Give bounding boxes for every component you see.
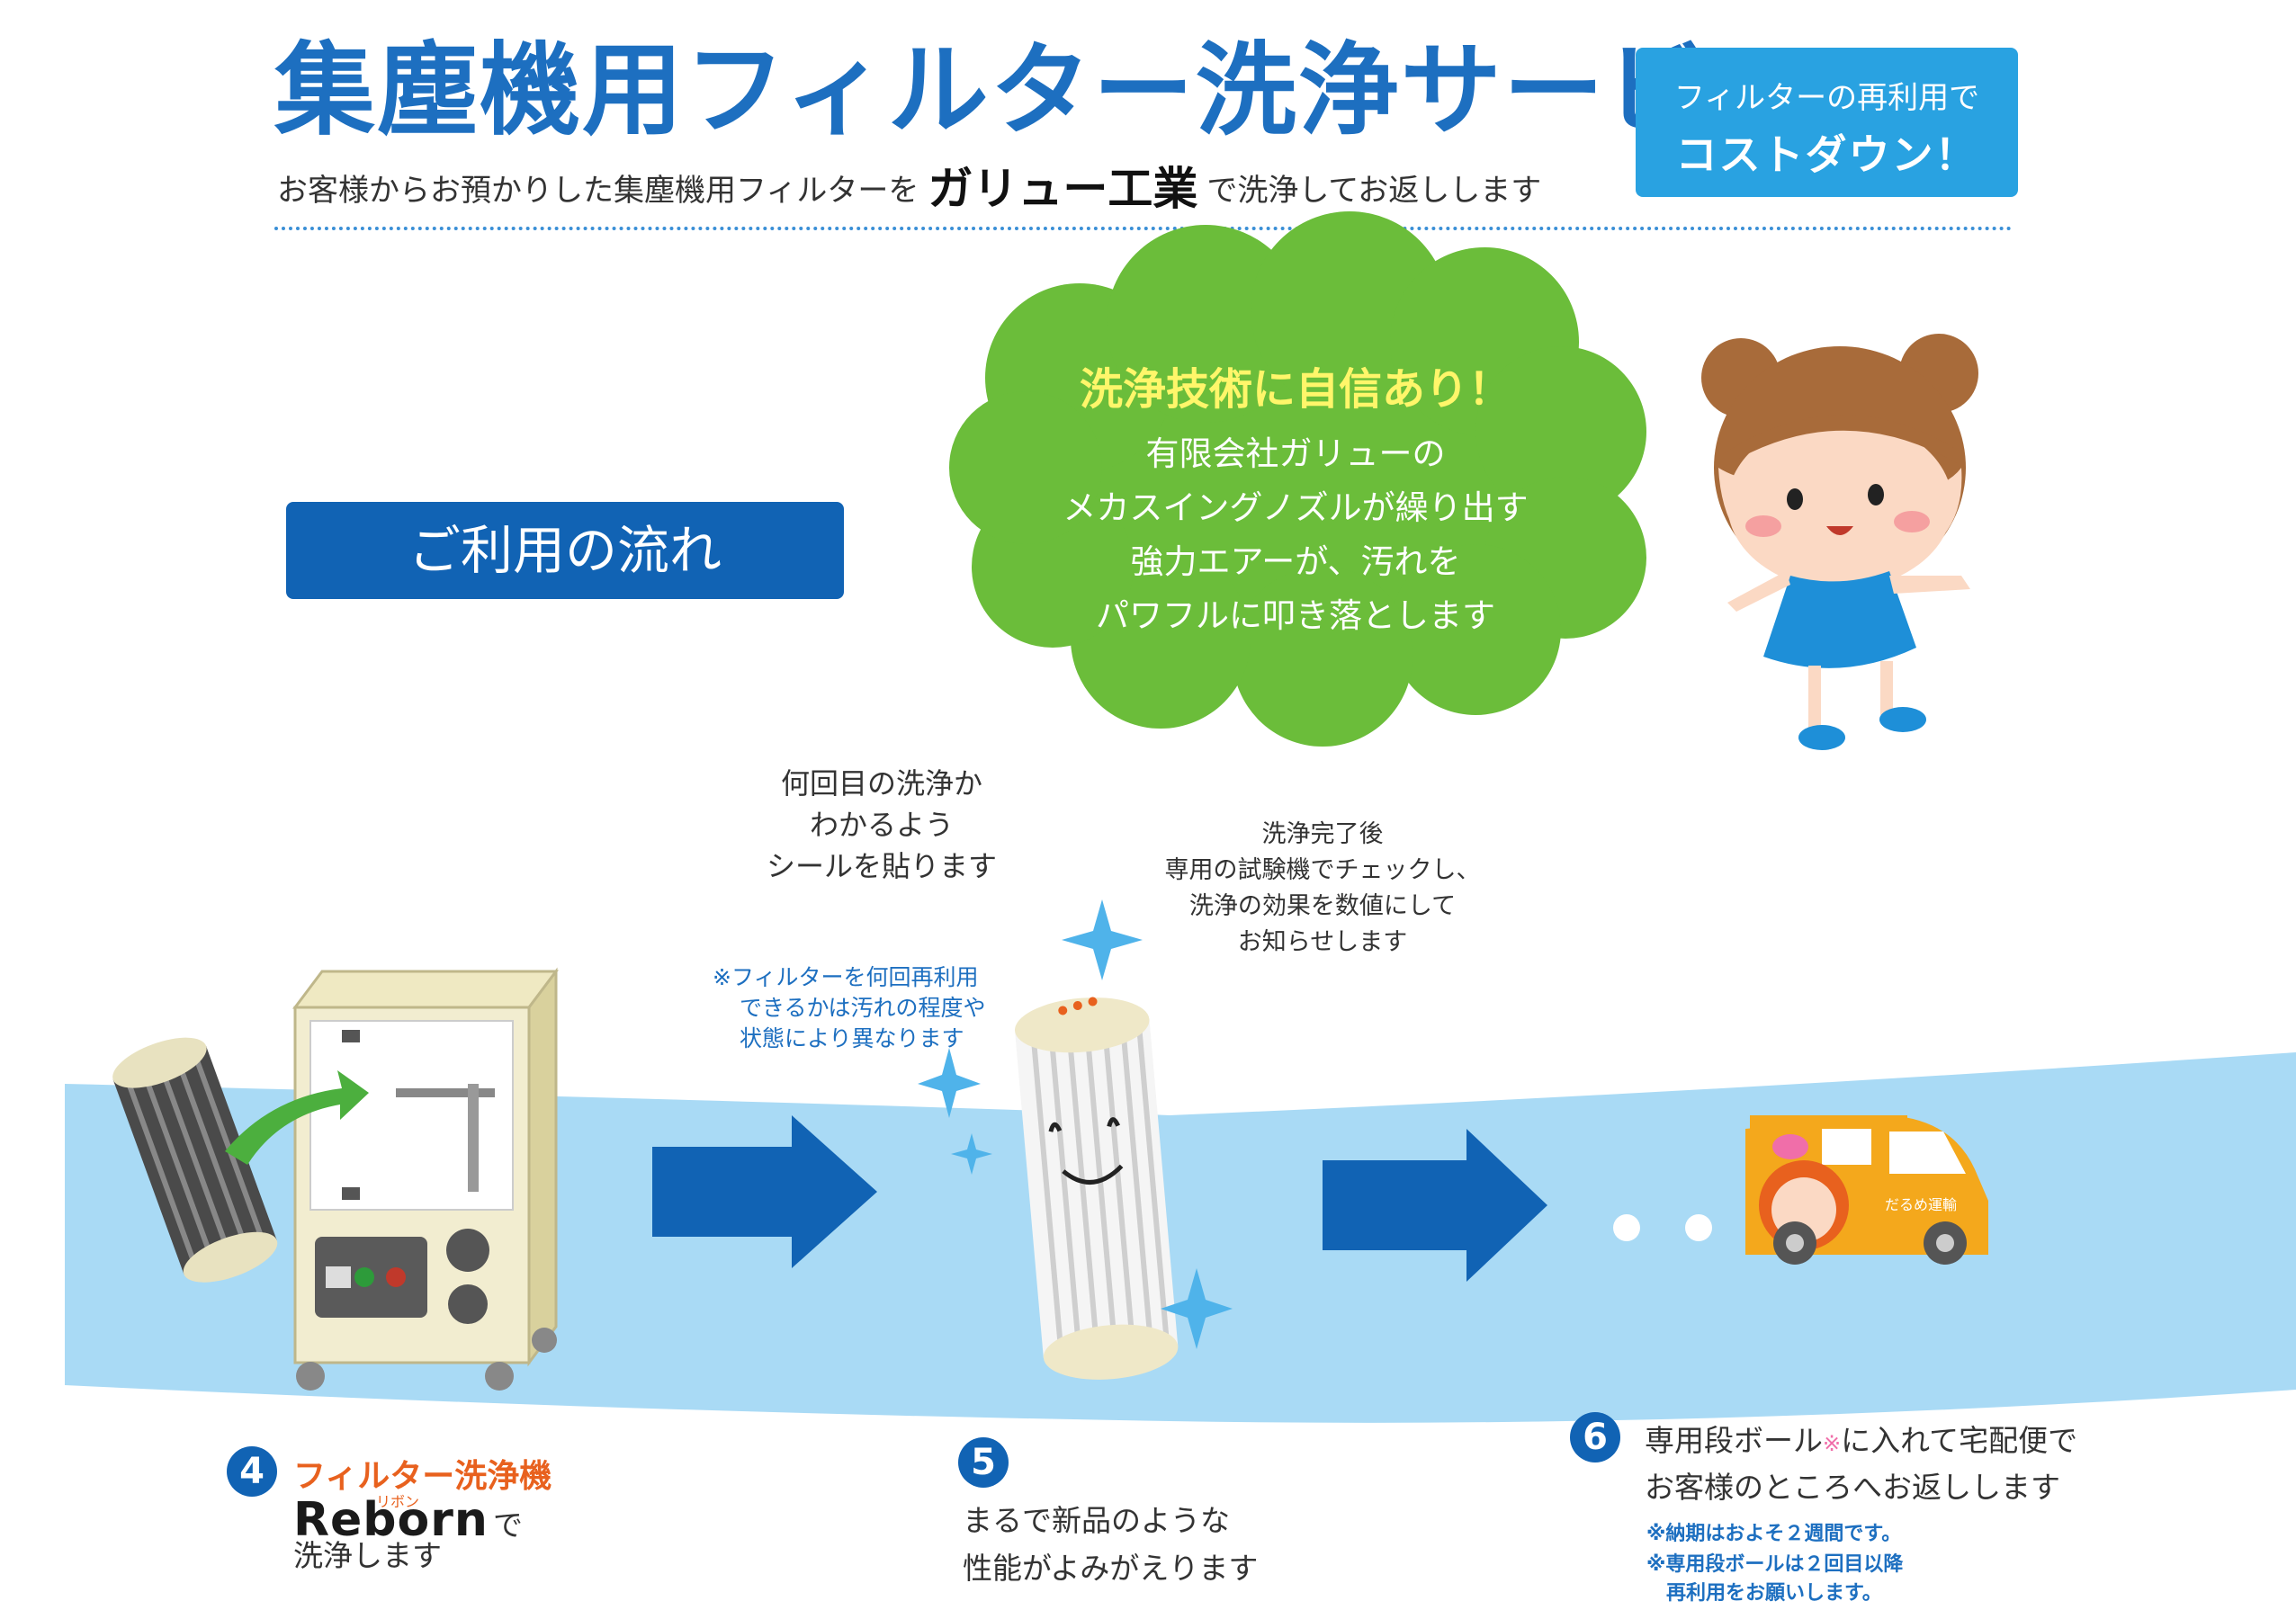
note-line: お知らせします	[1237, 928, 1408, 956]
step-5-number: 5	[958, 1437, 1009, 1488]
step-6-text1a: 専用段ボール	[1645, 1423, 1823, 1458]
cloud-line: 強力エアーが、汚れを	[1130, 542, 1461, 581]
reuse-note: ※フィルターを何回再利用 できるかは汚れの程度や 状態により異なります	[713, 962, 1009, 1054]
note-line: ※フィルターを何回再利用	[713, 964, 979, 990]
step-5-text1: まるで新品のような	[963, 1503, 1230, 1538]
speech-cloud	[949, 211, 1646, 747]
cloud-headline: 洗浄技術に自信あり！	[1079, 364, 1511, 415]
subtitle-after: で洗浄してお返しします	[1206, 173, 1542, 209]
insert-arrow	[225, 1070, 369, 1165]
note-line: 洗浄の効果を数値にして	[1188, 892, 1457, 920]
reborn-kana: リボン	[376, 1493, 420, 1510]
page-subtitle: お客様からお預かりした集塵機用フィルターをガリュー工業で洗浄してお返しします	[277, 153, 1541, 218]
note-line: できるかは汚れの程度や	[740, 995, 986, 1021]
cloud-body: 有限会社ガリューの メカスイングノズルが繰り出す 強力エアーが、汚れを パワフル…	[981, 427, 1610, 643]
step-6-text2: お客様のところへお返しします	[1645, 1470, 2060, 1505]
step-6-note1: ※納期はおよそ２週間です。	[1646, 1523, 1902, 1545]
truck-label: だるめ運輸	[1885, 1196, 1958, 1213]
clean-filter	[1014, 997, 1179, 1380]
step-4-title: フィルター洗浄機	[293, 1458, 552, 1495]
badge-line1: フィルターの再利用で	[1673, 80, 1980, 116]
flow-band	[65, 1052, 2296, 1423]
cost-down-badge: フィルターの再利用で コストダウン！	[1636, 48, 2018, 197]
badge-line2: コストダウン！	[1675, 130, 1978, 179]
note-line: 専用の試験機でチェックし、	[1164, 856, 1481, 884]
cloud-line: メカスイングノズルが繰り出す	[1063, 488, 1529, 527]
brand-name: ガリュー工業	[928, 163, 1198, 215]
step-6-text1b: に入れて宅配便で	[1841, 1423, 2078, 1458]
sparkles	[918, 899, 1233, 1349]
flow-arrow-2	[1323, 1129, 1547, 1282]
note-line: シールを貼ります	[766, 849, 997, 883]
note-line: 再利用をお願いします。	[1666, 1582, 1882, 1605]
page-title: 集塵機用フィルター洗浄サービス	[274, 32, 1811, 149]
step-5-text2: 性能がよみがえります	[963, 1551, 1259, 1586]
step-4-number: 4	[227, 1446, 277, 1497]
header-divider	[274, 227, 2013, 230]
footnote-mark: ※	[1823, 1431, 1842, 1456]
flow-heading: ご利用の流れ	[286, 502, 844, 599]
filter-cleaning-machine	[292, 967, 559, 1391]
note-line: 洗浄完了後	[1261, 820, 1384, 848]
girl-mascot	[1701, 334, 1978, 750]
step-6-text1: 専用段ボール※に入れて宅配便で	[1645, 1418, 2077, 1467]
reborn-logo: Reborn リボン で	[293, 1493, 523, 1549]
sticker-note: 何回目の洗浄か わかるよう シールを貼ります	[702, 763, 1062, 887]
dirty-filter	[112, 1037, 278, 1283]
step-4-text1: で	[493, 1507, 524, 1543]
note-line: 状態により異なります	[740, 1025, 964, 1051]
test-note: 洗浄完了後 専用の試験機でチェックし、 洗浄の効果を数値にして お知らせします	[1143, 817, 1502, 961]
step-6-number: 6	[1570, 1412, 1620, 1462]
reborn-wordmark: Reborn	[293, 1493, 489, 1547]
note-line: ※専用段ボールは２回目以降	[1646, 1553, 1904, 1576]
cloud-line: 有限会社ガリューの	[1145, 434, 1446, 473]
flow-arrow-1	[652, 1115, 877, 1268]
delivery-truck	[1613, 1115, 1988, 1265]
cloud-line: パワフルに叩き落とします	[1096, 596, 1495, 635]
note-line: 何回目の洗浄か	[780, 766, 982, 801]
step-4-text2: 洗浄します	[293, 1538, 442, 1573]
note-line: わかるよう	[809, 808, 954, 842]
step-6-note2: ※専用段ボールは２回目以降 再利用をお願いします。	[1646, 1551, 1903, 1608]
subtitle-before: お客様からお預かりした集塵機用フィルターを	[277, 173, 919, 209]
